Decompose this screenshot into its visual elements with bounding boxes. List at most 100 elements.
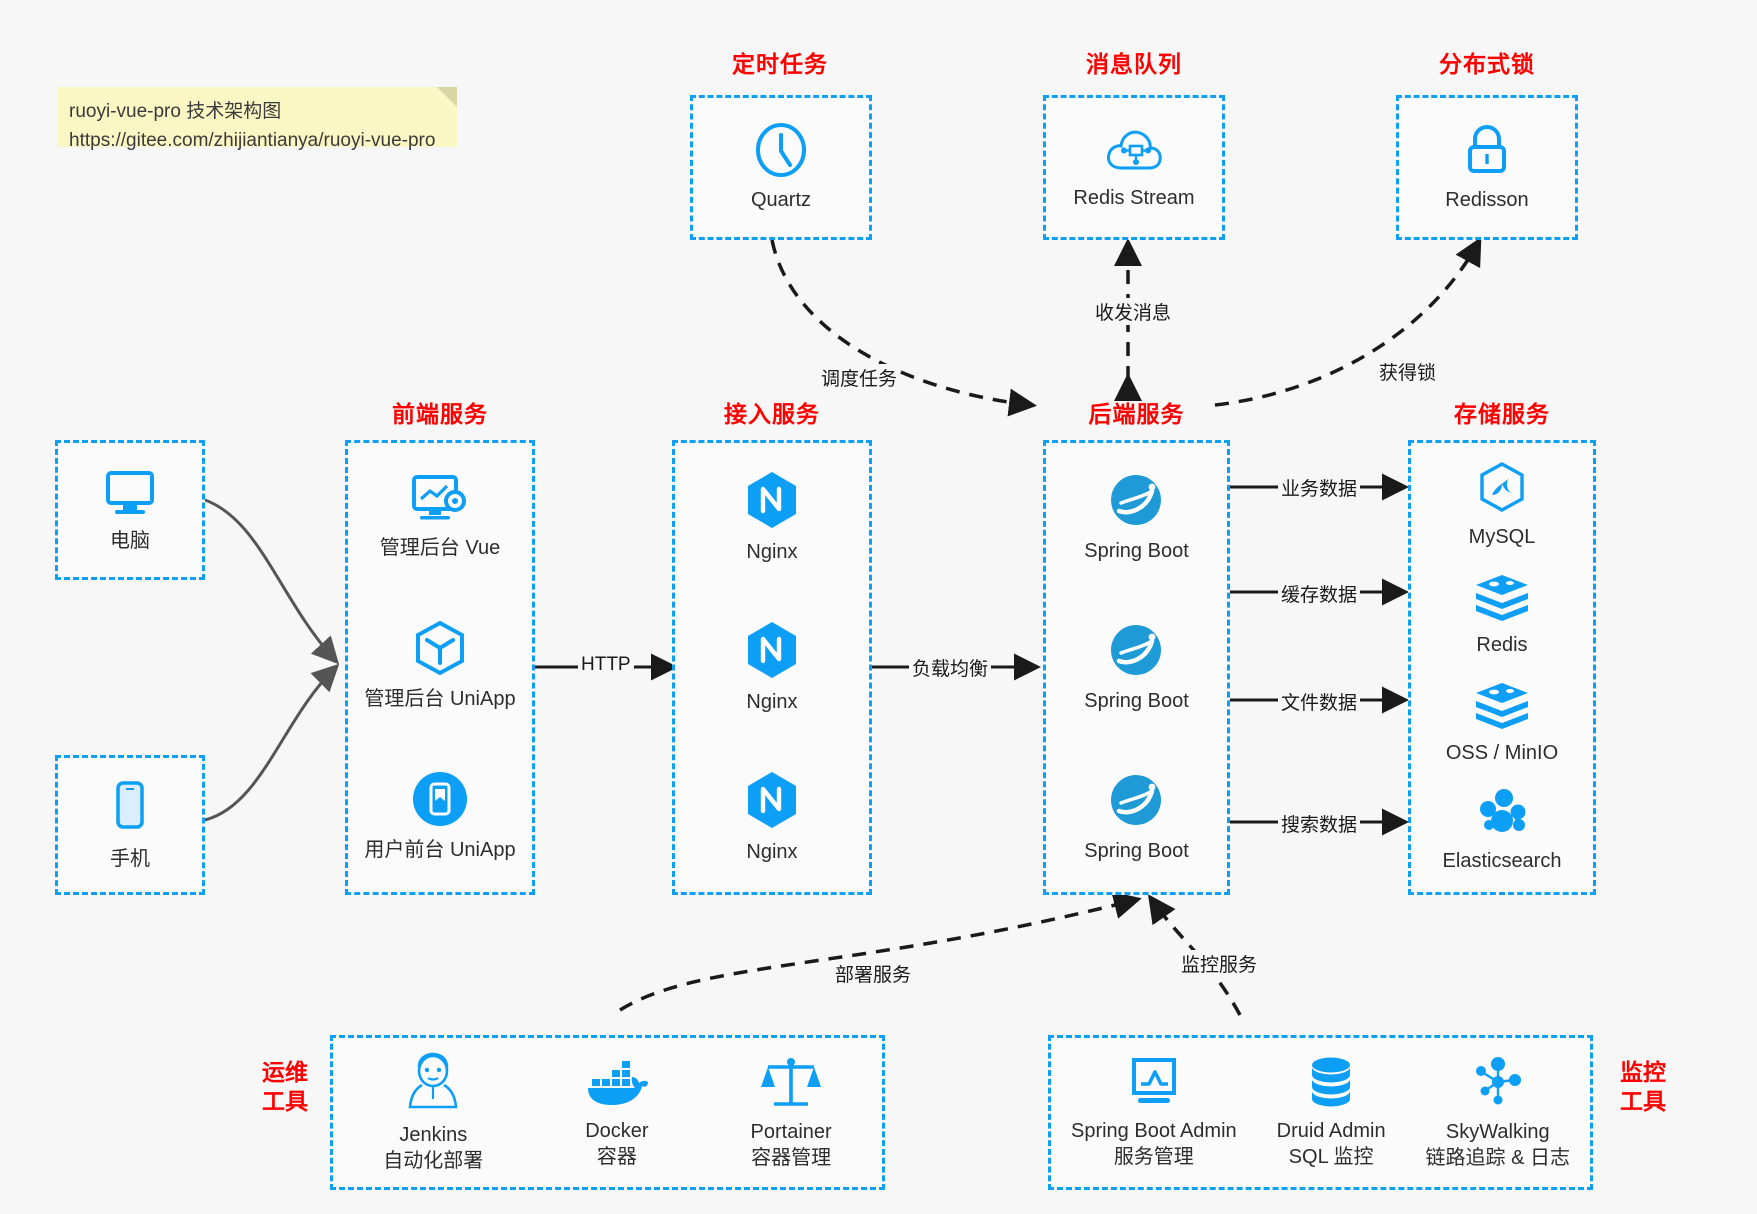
portainer-icon	[760, 1054, 822, 1110]
node-label: 电脑	[110, 529, 150, 552]
node-label: Redis	[1476, 634, 1528, 657]
group-title-devops: 运维 工具	[250, 1058, 320, 1116]
nginx-icon	[744, 470, 800, 530]
node-phone[interactable]: 手机	[108, 779, 152, 872]
devops-title-line-2: 工具	[262, 1087, 308, 1114]
database-icon	[1304, 1055, 1358, 1109]
node-nginx-2[interactable]: Nginx	[744, 620, 800, 715]
group-gateway: Nginx Nginx Nginx	[672, 440, 872, 895]
monitor-chart-icon	[1124, 1055, 1184, 1109]
node-label: Quartz	[750, 189, 812, 211]
lock-icon	[1461, 122, 1513, 178]
node-label: Jenkins	[399, 1123, 468, 1146]
node-admin-vue[interactable]: 管理后台 Vue	[380, 472, 500, 561]
group-title-backend: 后端服务	[1088, 401, 1185, 427]
node-label: Spring Boot	[1084, 839, 1189, 862]
node-spring-boot-3[interactable]: Spring Boot	[1084, 771, 1189, 864]
group-distributed-lock: Redisson	[1396, 95, 1578, 240]
node-nginx-3[interactable]: Nginx	[744, 770, 800, 865]
node-label: OSS / MinIO	[1445, 741, 1559, 764]
node-quartz[interactable]: Quartz	[751, 122, 811, 213]
group-title-lock: 分布式锁	[1439, 51, 1535, 77]
devops-title-line-1: 运维	[262, 1059, 308, 1085]
node-label: 管理后台 Vue	[379, 537, 501, 559]
edge-label-cache-data: 缓存数据	[1278, 580, 1361, 607]
group-client-phone: 手机	[55, 755, 205, 895]
node-label: SkyWalking	[1445, 1120, 1550, 1143]
note-line-2: https://gitee.com/zhijiantianya/ruoyi-vu…	[69, 130, 436, 152]
node-label: Spring Boot	[1084, 540, 1189, 563]
node-label: Spring Boot	[1084, 689, 1189, 712]
node-mysql[interactable]: MySQL	[1468, 461, 1536, 550]
group-message-queue: Redis Stream	[1043, 95, 1225, 240]
edge-label-business-data: 业务数据	[1278, 474, 1361, 501]
edge-label-file-data: 文件数据	[1278, 688, 1361, 715]
group-frontend: 管理后台 Vue 管理后台 UniApp 用户前台 UniApp	[345, 440, 535, 895]
redis-icon	[1472, 571, 1532, 623]
node-label: 用户前台 UniApp	[364, 839, 516, 861]
note-fold-icon	[437, 87, 457, 107]
elasticsearch-icon	[1474, 787, 1530, 839]
edge-label-search-data: 搜索数据	[1278, 810, 1361, 837]
node-jenkins[interactable]: Jenkins 自动化部署	[383, 1051, 483, 1175]
desktop-icon	[101, 467, 159, 519]
node-label: Nginx	[746, 840, 798, 863]
node-spring-boot-1[interactable]: Spring Boot	[1084, 471, 1189, 564]
edge-label-http: HTTP	[578, 654, 634, 676]
spring-boot-icon	[1107, 621, 1165, 679]
group-title-scheduler: 定时任务	[732, 51, 828, 77]
node-sublabel: 容器	[596, 1145, 637, 1168]
group-backend: Spring Boot Spring Boot	[1043, 440, 1230, 895]
monitor-title-line-1: 监控	[1620, 1059, 1666, 1085]
clock-icon	[753, 122, 809, 178]
mysql-icon	[1476, 461, 1528, 515]
group-scheduler: Quartz	[690, 95, 872, 240]
node-oss-minio[interactable]: OSS / MinIO	[1446, 679, 1558, 766]
edge-label-send-receive: 收发消息	[1092, 298, 1175, 325]
oss-icon	[1472, 679, 1532, 731]
edge-label-deploy-service: 部署服务	[832, 960, 915, 987]
node-portainer[interactable]: Portainer 容器管理	[751, 1054, 832, 1172]
sticky-note: ruoyi-vue-pro 技术架构图 https://gitee.com/zh…	[57, 87, 457, 151]
node-skywalking[interactable]: SkyWalking 链路追踪 & 日志	[1426, 1054, 1570, 1172]
node-label: Nginx	[746, 541, 798, 564]
edge-label-monitor-service: 监控服务	[1178, 950, 1261, 977]
group-title-storage: 存储服务	[1454, 401, 1550, 427]
skywalking-icon	[1468, 1054, 1528, 1110]
nginx-icon	[744, 620, 800, 680]
node-label: Druid Admin	[1276, 1119, 1386, 1142]
group-title-frontend: 前端服务	[392, 401, 488, 427]
node-label: Docker	[585, 1119, 649, 1142]
node-spring-boot-admin[interactable]: Spring Boot Admin 服务管理	[1071, 1055, 1237, 1171]
node-sublabel: SQL 监控	[1288, 1145, 1374, 1168]
node-user-uniapp[interactable]: 用户前台 UniApp	[364, 770, 516, 863]
node-label: Spring Boot Admin	[1070, 1119, 1237, 1142]
monitor-title-line-2: 工具	[1620, 1087, 1666, 1114]
docker-icon	[584, 1055, 650, 1109]
group-title-mq: 消息队列	[1086, 51, 1182, 77]
cube-icon	[412, 619, 468, 677]
node-admin-uniapp[interactable]: 管理后台 UniApp	[364, 619, 516, 712]
node-desktop[interactable]: 电脑	[101, 467, 159, 554]
cloud-stream-icon	[1104, 124, 1164, 176]
nginx-icon	[744, 770, 800, 830]
node-label: 手机	[110, 847, 150, 870]
node-sublabel: 服务管理	[1113, 1145, 1194, 1168]
node-sublabel: 自动化部署	[383, 1149, 484, 1172]
node-redis-stream[interactable]: Redis Stream	[1073, 124, 1195, 211]
jenkins-icon	[402, 1051, 464, 1113]
spring-boot-icon	[1107, 771, 1165, 829]
node-elasticsearch[interactable]: Elasticsearch	[1443, 787, 1561, 874]
node-druid-admin[interactable]: Druid Admin SQL 监控	[1277, 1055, 1386, 1171]
node-spring-boot-2[interactable]: Spring Boot	[1084, 621, 1189, 714]
group-title-monitor: 监控 工具	[1608, 1058, 1678, 1116]
node-label: Redis Stream	[1073, 187, 1195, 209]
mobile-app-icon	[411, 770, 469, 828]
node-redisson[interactable]: Redisson	[1445, 122, 1529, 213]
node-redis[interactable]: Redis	[1472, 571, 1532, 658]
node-docker[interactable]: Docker 容器	[584, 1055, 650, 1171]
node-label: 管理后台 UniApp	[364, 688, 516, 710]
node-label: Nginx	[746, 690, 798, 713]
node-nginx-1[interactable]: Nginx	[744, 470, 800, 565]
node-label: MySQL	[1468, 526, 1536, 549]
